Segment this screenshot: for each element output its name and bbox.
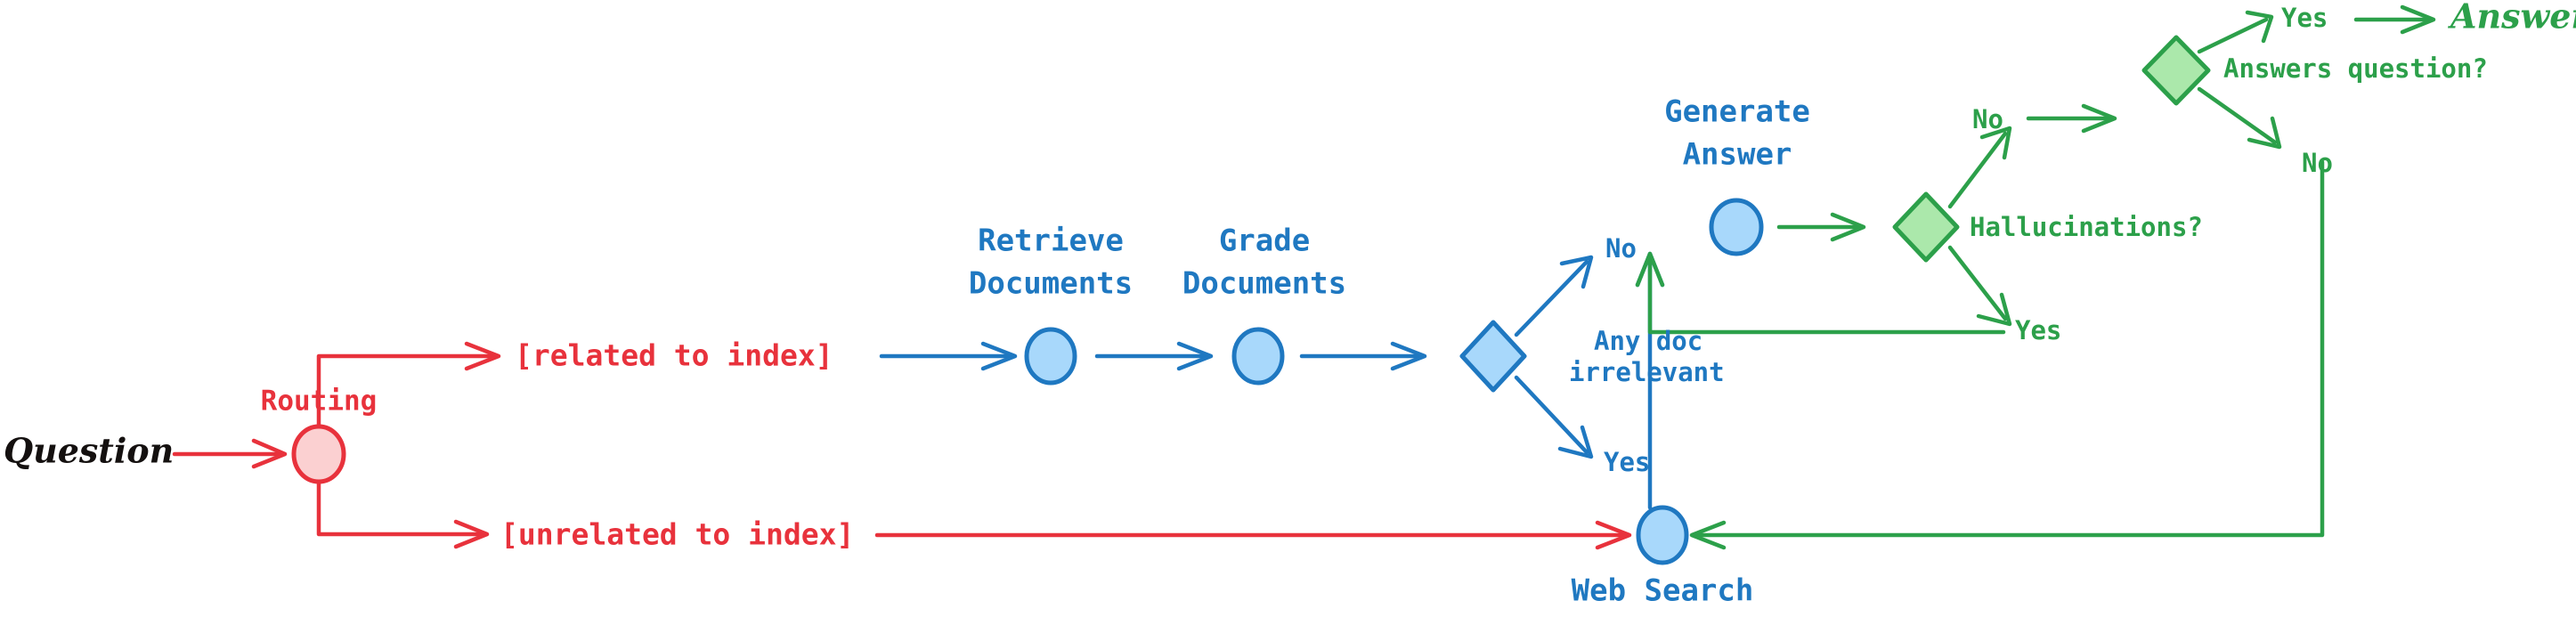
node-label-routing: Routing [261, 386, 378, 418]
node-generate-answer[interactable] [1709, 198, 1764, 256]
edge-hallucinations-yes-loop [1635, 251, 2006, 335]
node-grade-documents[interactable] [1231, 327, 1285, 386]
edge-anydoc-yes [1514, 375, 1594, 459]
edge-label-answers-question-no: No [2302, 148, 2333, 178]
edge-no-to-answers-question [2026, 103, 2117, 134]
edge-label-unrelated-to-index: [unrelated to index] [500, 517, 854, 552]
node-label-web-search: Web Search [1572, 573, 1754, 609]
edge-grade-to-anydoc [1299, 341, 1427, 371]
edge-label-answers-question: Answers question? [2223, 53, 2488, 84]
node-label-generate-line2: Answer [1683, 137, 1792, 173]
edge-retrieve-to-grade [1094, 341, 1214, 371]
answer-label: Answer [2448, 0, 2576, 37]
node-web-search[interactable] [1636, 505, 1689, 565]
node-label-grade-line1: Grade [1219, 223, 1310, 259]
edge-label-hallucinations-yes: Yes [2015, 315, 2061, 345]
node-label-retrieve-line2: Documents [969, 266, 1133, 302]
node-any-doc-irrelevant[interactable] [1459, 320, 1527, 393]
node-retrieve-documents[interactable] [1024, 327, 1077, 386]
edge-yes-to-answer [2353, 4, 2436, 35]
node-hallucinations[interactable] [1892, 191, 1960, 263]
question-label: Question [4, 431, 174, 471]
edge-label-hallucinations-no: No [1972, 104, 2003, 134]
edge-anydoc-no [1514, 255, 1594, 337]
edge-label-hallucinations: Hallucinations? [1970, 212, 2203, 242]
edge-label-anydoc-no: No [1605, 233, 1637, 264]
node-label-retrieve-line1: Retrieve [978, 223, 1124, 259]
edge-related-to-retrieve [879, 341, 1018, 371]
edge-label-anydoc-line1: Any doc [1594, 326, 1702, 356]
edge-hallucinations-no [1947, 126, 2012, 209]
edge-routing-to-related [316, 341, 501, 428]
edge-routing-to-unrelated [316, 480, 490, 549]
node-routing[interactable] [291, 424, 346, 484]
node-answers-question[interactable] [2141, 35, 2211, 106]
edge-hallucinations-yes [1947, 245, 2012, 327]
edge-answers-question-no [2197, 86, 2282, 150]
edge-unrelated-to-websearch [874, 520, 1632, 550]
edge-question-to-routing [172, 438, 288, 469]
edge-label-related-to-index: [related to index] [515, 338, 833, 373]
edge-generate-to-hallucinations [1776, 212, 1866, 242]
edge-answers-question-no-loop [1689, 159, 2325, 550]
edge-label-anydoc-line2: irrelevant [1569, 357, 1725, 387]
node-label-generate-line1: Generate [1664, 94, 1810, 130]
edge-label-anydoc-yes: Yes [1604, 447, 1650, 477]
edge-label-answers-question-yes: Yes [2281, 3, 2328, 33]
edge-answers-question-yes [2197, 10, 2274, 54]
node-label-grade-line2: Documents [1182, 266, 1346, 302]
